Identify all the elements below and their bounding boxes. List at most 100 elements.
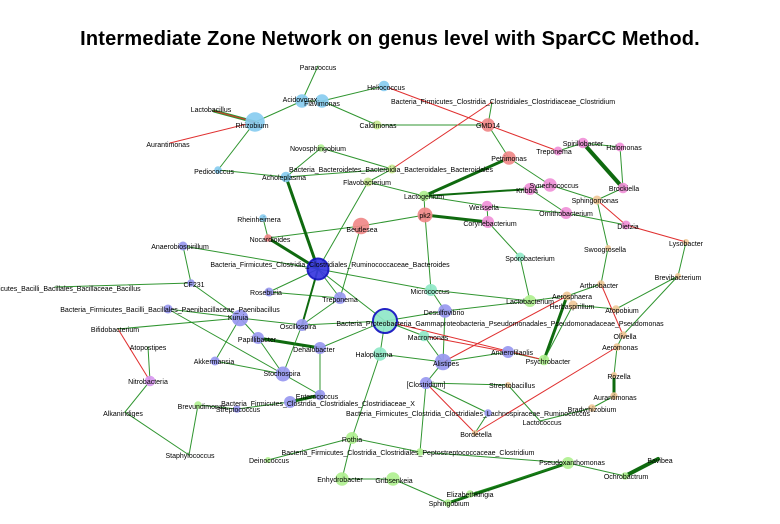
node-Sphingomonas[interactable]	[592, 195, 602, 205]
node-Papillibacter[interactable]	[252, 332, 264, 344]
node-Lactogenium[interactable]	[418, 190, 430, 202]
node-Lysobacter[interactable]	[683, 239, 689, 245]
node-label-Treponema2: Treponema	[536, 149, 572, 156]
node-Brevundimonas[interactable]	[194, 401, 202, 409]
node-Olivella[interactable]	[619, 331, 627, 339]
node-Haloplasma[interactable]	[373, 347, 387, 361]
node-Peptostreptococcaceae[interactable]	[416, 448, 424, 456]
node-Bacteroidales[interactable]	[387, 164, 397, 174]
node-Micrococcus[interactable]	[425, 284, 437, 296]
edge-Novosphingobium-Acholeplasma	[285, 147, 322, 178]
node-Roseburia[interactable]	[264, 287, 274, 297]
node-Rothia[interactable]	[346, 432, 358, 444]
node-Enhydrobacter[interactable]	[335, 472, 349, 486]
node-Treponema[interactable]	[334, 292, 346, 304]
node-Anaerofilaolis[interactable]	[502, 346, 514, 358]
node-Halomonas[interactable]	[615, 142, 625, 152]
node-Pseudoxanthomonas[interactable]	[562, 457, 574, 469]
node-Ornithobacterium[interactable]	[560, 207, 572, 219]
node-CF231[interactable]	[187, 279, 195, 287]
node-Synechococcus[interactable]	[543, 178, 557, 192]
node-Gribsenkeia[interactable]	[386, 472, 400, 486]
node-label-Papillibacter: Papillibacter	[238, 337, 277, 344]
node-Alistipes[interactable]	[434, 353, 452, 371]
node-Aerosphaera[interactable]	[562, 291, 572, 301]
edge-Beutlesea-Nocardioides	[267, 225, 362, 239]
node-label-Flavobacterium: Flavobacterium	[343, 180, 391, 187]
edge-Rothia-Peptostreptococcaceae	[351, 437, 421, 453]
edge-Aerosphaera-Psychrobacter	[542, 294, 569, 362]
node-Kribbia[interactable]	[524, 183, 536, 195]
edge-Weissella-Ornithobacterium	[486, 205, 567, 214]
node-Paenibacillaceae[interactable]	[163, 304, 173, 314]
node-Flavobacterium[interactable]	[363, 177, 373, 187]
node-Pseudomonas[interactable]	[372, 308, 398, 334]
node-Macromonas[interactable]	[418, 330, 430, 342]
node-Lactobacterium[interactable]	[524, 295, 536, 307]
node-Aurantimonas2[interactable]	[610, 392, 618, 400]
node-Herbaspirillum[interactable]	[568, 300, 578, 310]
node-Enterococcus[interactable]	[314, 389, 326, 401]
node-Petrimonas[interactable]	[502, 151, 516, 165]
node-Sphingobium[interactable]	[444, 499, 452, 507]
edge-Paenibacillaceae-Kuruia	[167, 308, 241, 319]
node-Flavimonas[interactable]	[315, 94, 329, 108]
node-label-Macromonas: Macromonas	[408, 335, 449, 342]
node-Brevibacterium[interactable]	[675, 273, 681, 279]
node-Nitrobacteria[interactable]	[144, 375, 156, 387]
node-Nocardioides[interactable]	[264, 234, 272, 242]
edge-Alistipes-Anaerofilaolis	[442, 351, 509, 363]
node-Weissella[interactable]	[481, 200, 493, 212]
edge-Synechococcus-Sphingomonas	[549, 184, 598, 201]
node-Atopobium[interactable]	[612, 305, 620, 313]
node-Rozella[interactable]	[611, 372, 617, 378]
node-Pediococcus[interactable]	[214, 166, 222, 174]
node-Oscillospira[interactable]	[296, 319, 308, 331]
node-Stochospira[interactable]	[275, 366, 291, 382]
node-Lachnospiraceae[interactable]	[484, 409, 492, 417]
node-Elizabethkingia[interactable]	[466, 490, 474, 498]
node-Desulfovibrio[interactable]	[438, 304, 452, 318]
node-Dietzia[interactable]	[621, 220, 631, 230]
node-pk2[interactable]	[417, 207, 433, 223]
node-Psychrobacter[interactable]	[538, 354, 550, 366]
node-Aeromonas[interactable]	[613, 343, 621, 351]
node-Deinococcus[interactable]	[265, 457, 271, 463]
node-Novosphingobium[interactable]	[317, 144, 325, 152]
node-Ochrobactrum[interactable]	[621, 472, 629, 480]
node-Kuruia[interactable]	[231, 309, 249, 327]
node-Treponema2[interactable]	[553, 146, 563, 156]
node-Acidovorax[interactable]	[295, 94, 309, 108]
node-Spirillobacter[interactable]	[577, 137, 589, 149]
edge-Roseburia-Treponema	[268, 291, 341, 299]
edge-Clostridium-Bacteroidales	[391, 101, 493, 170]
node-Caldimonas[interactable]	[372, 120, 382, 130]
node-Bordetella[interactable]	[472, 430, 478, 436]
edge-Bradyrhizobium-Lactococcus	[539, 407, 593, 422]
node-Ruminococcaceae[interactable]	[306, 257, 330, 281]
node-Acholeplasma[interactable]	[280, 171, 292, 183]
node-Corynebacterium[interactable]	[482, 216, 494, 228]
node-Rheinheimera[interactable]	[259, 214, 267, 222]
node-label-ClostridiaceaeX: Bacteria_Firmicutes_Clostridia_Clostridi…	[221, 401, 415, 408]
node-Heliococcus[interactable]	[378, 80, 390, 92]
node-Swoogrosella[interactable]	[605, 245, 611, 251]
node-Streptococcus[interactable]	[233, 405, 241, 413]
node-GMD14[interactable]	[481, 118, 495, 132]
node-Brockiella[interactable]	[617, 182, 629, 194]
node-ClostridiaceaeX[interactable]	[284, 396, 296, 408]
node-Akkermansia[interactable]	[210, 356, 220, 366]
node-Beutlesea[interactable]	[352, 217, 370, 235]
node-Rhizobium[interactable]	[245, 112, 265, 132]
node-Clostridium2[interactable]	[420, 377, 432, 389]
node-Anaerobiospirillum[interactable]	[178, 241, 188, 251]
node-Streptobacillus[interactable]	[505, 382, 511, 388]
node-Bradyrhizobium[interactable]	[588, 404, 596, 412]
node-Dehalobacter[interactable]	[314, 342, 326, 354]
node-Sporobacterium[interactable]	[515, 252, 525, 262]
node-label-Arthrobacter: Arthrobacter	[580, 283, 619, 290]
edge-Clostridium2-Peptostreptococcaceae	[419, 382, 427, 453]
node-Arthrobacter[interactable]	[597, 280, 605, 288]
edge-Halomonas-Brockiella	[619, 146, 624, 189]
